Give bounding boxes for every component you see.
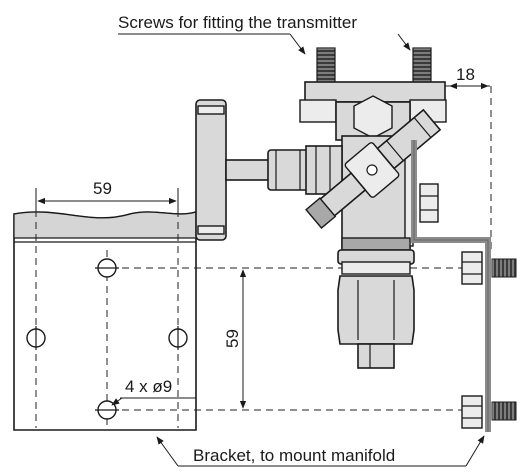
dimension-18: 18 <box>444 65 490 90</box>
bracket-bolt-bottom <box>461 395 517 429</box>
bracket-profile <box>411 140 491 432</box>
dimension-59-width: 59 <box>35 179 179 210</box>
holes-label: 4 x ø9 <box>125 377 172 396</box>
screws-label: Screws for fitting the transmitter <box>118 13 357 32</box>
screws-callout: Screws for fitting the transmitter <box>118 13 411 55</box>
bracket-bolt-top <box>461 251 517 285</box>
bracket <box>411 140 491 432</box>
hole-right <box>168 326 188 350</box>
screws-leader-left <box>289 33 306 55</box>
hex-nut-top <box>353 95 393 139</box>
plate-edge <box>13 211 197 239</box>
dim-59-width-label: 59 <box>93 179 112 198</box>
bracket-label: Bracket, to mount manifold <box>193 446 395 465</box>
manifold-top-flange <box>299 81 447 141</box>
bracket-callout: Bracket, to mount manifold <box>156 435 485 467</box>
mounting-plate: 4 x ø9 <box>13 210 480 431</box>
bracket-leader-right <box>465 435 485 467</box>
screws-leader-right <box>397 33 411 51</box>
hole-top <box>95 258 119 278</box>
side-nut <box>419 183 439 223</box>
dimension-59-height: 59 <box>223 269 247 409</box>
hole-bottom <box>95 400 119 420</box>
bracket-leader-left <box>156 436 179 467</box>
diagonal-valve <box>305 108 442 230</box>
transmitter-screws <box>316 47 432 83</box>
dim-59-height-label: 59 <box>223 329 242 348</box>
side-valve-handle <box>195 99 343 241</box>
holes-leader <box>111 397 123 406</box>
dim-18-label: 18 <box>456 65 475 84</box>
hole-left <box>26 326 46 350</box>
